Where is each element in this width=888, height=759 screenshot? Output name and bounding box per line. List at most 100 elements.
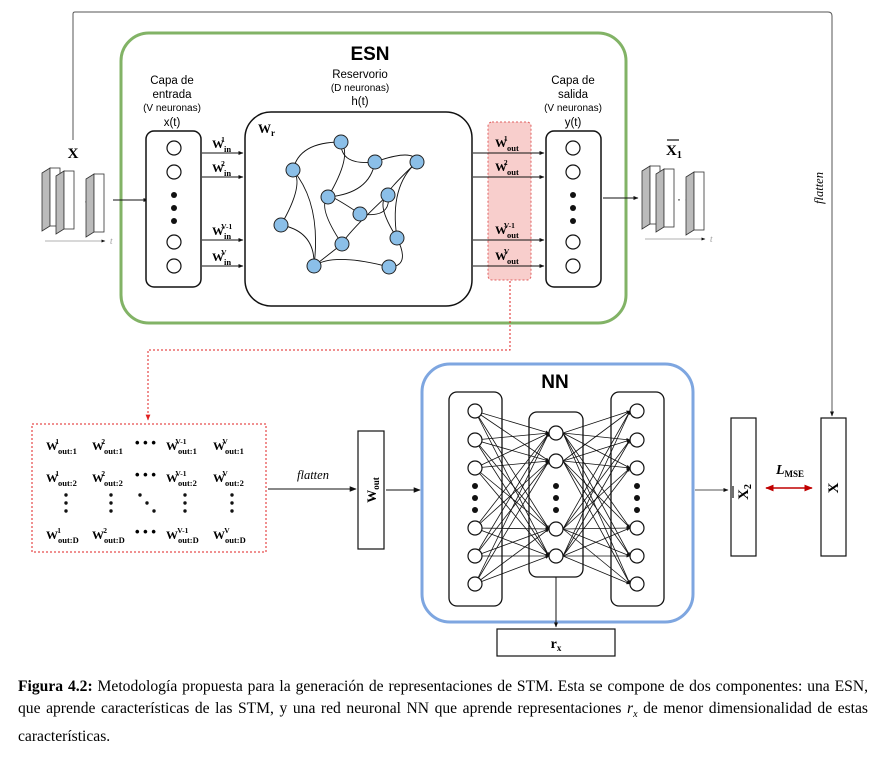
svg-text:y(t): y(t) xyxy=(565,117,582,129)
svg-text:salida: salida xyxy=(558,89,589,101)
reservoir-neurons xyxy=(273,134,425,275)
neuron xyxy=(565,164,581,180)
reservoir-neuron xyxy=(389,230,405,246)
input-x-label: X xyxy=(68,146,79,162)
caption-text: Metodología propuesta para la generación… xyxy=(18,678,868,717)
neuron xyxy=(166,164,182,180)
svg-text:• • •: • • • xyxy=(135,524,156,539)
matrix-cell: Wout:22 xyxy=(92,469,123,488)
output-layer-label: Capa de salida (V neuronas) y(t) xyxy=(544,75,602,129)
input-layer-label: Capa de entrada (V neuronas) x(t) xyxy=(143,75,201,129)
nn-neuron xyxy=(629,520,645,536)
wout-vector-label: Wout xyxy=(364,477,381,503)
svg-text:• • •: • • • xyxy=(135,467,156,482)
xbar1-label: X1 xyxy=(666,139,682,161)
reservoir-neuron xyxy=(333,134,349,150)
svg-text:x(t): x(t) xyxy=(164,117,181,129)
wout-label: Wout2 xyxy=(495,158,519,177)
svg-text:(V neuronas): (V neuronas) xyxy=(143,103,201,114)
reservoir-neuron xyxy=(367,154,383,170)
nn-neuron xyxy=(467,403,483,419)
nn-neuron xyxy=(467,548,483,564)
svg-text:entrada: entrada xyxy=(152,89,192,101)
nn-neuron xyxy=(467,460,483,476)
nn-neuron xyxy=(629,576,645,592)
nn-connections xyxy=(474,410,631,585)
wout-matrix-box xyxy=(31,423,267,553)
nn-neuron xyxy=(548,453,564,469)
input-sequence-stack: · · · t xyxy=(41,167,113,246)
input-slice xyxy=(41,167,61,232)
caption-variable: rx xyxy=(627,700,638,721)
ellipsis-dot xyxy=(171,218,177,224)
rx-box xyxy=(496,628,616,657)
matrix-cell: Wout:12 xyxy=(92,437,123,456)
matrix-cell: Wout:D1 xyxy=(46,526,79,545)
skip-connection-line xyxy=(72,11,834,417)
win-label: Win2 xyxy=(212,159,231,178)
svg-text:X2: X2 xyxy=(736,484,754,500)
reservoir-weight-label: Wr xyxy=(258,121,275,138)
reservoir-neuron xyxy=(273,217,289,233)
svg-text:(V neuronas): (V neuronas) xyxy=(544,103,602,114)
ellipsis-dot xyxy=(570,205,576,211)
neuron xyxy=(565,140,581,156)
matrix-cell: Wout:2V xyxy=(213,469,244,488)
matrix-cell: Wout:D2 xyxy=(92,526,125,545)
reservoir-edge xyxy=(292,169,317,267)
flatten-top-label: flatten xyxy=(812,172,826,204)
reservoir-label: Reservorio (D neuronas) h(t) xyxy=(331,69,389,108)
diagram-canvas: ESN · · · t X Capa de entrada (V neurona… xyxy=(31,11,847,657)
rx-label: rx xyxy=(551,637,562,653)
neuron xyxy=(166,234,182,250)
svg-text:X1: X1 xyxy=(666,143,682,161)
x-target-box xyxy=(820,417,847,557)
nn-neuron xyxy=(548,521,564,537)
svg-text:t: t xyxy=(710,234,713,244)
nn-neuron xyxy=(467,432,483,448)
nn-neuron xyxy=(467,520,483,536)
svg-text:(D neuronas): (D neuronas) xyxy=(331,83,389,94)
win-label: WinV xyxy=(212,248,231,267)
wout-label: WoutV-1 xyxy=(495,221,519,240)
neuron xyxy=(166,140,182,156)
wout-label: WoutV xyxy=(495,247,519,266)
reservoir-neuron xyxy=(381,259,397,275)
neuron xyxy=(565,234,581,250)
matrix-cell: Wout:2V-1 xyxy=(166,469,197,488)
svg-text:t: t xyxy=(110,236,113,246)
flatten-mid-label: flatten xyxy=(297,468,329,482)
svg-text:• • •: • • • xyxy=(135,435,156,450)
ellipsis-dot xyxy=(570,218,576,224)
nn-neuron xyxy=(629,403,645,419)
matrix-cell: Wout:21 xyxy=(46,469,77,488)
win-label: WinV-1 xyxy=(212,222,232,241)
matrix-cell: Wout:1V-1 xyxy=(166,437,197,456)
ellipsis-dot xyxy=(171,205,177,211)
svg-text:h(t): h(t) xyxy=(351,96,368,108)
reservoir-neuron xyxy=(320,189,336,205)
matrix-cell: Wout:11 xyxy=(46,437,77,456)
loss-label: LMSE xyxy=(775,463,804,479)
nn-title: NN xyxy=(541,372,568,393)
reservoir-neuron xyxy=(380,187,396,203)
wout-vector-box xyxy=(357,430,385,550)
reservoir-neuron xyxy=(334,236,350,252)
svg-text:Capa de: Capa de xyxy=(551,75,594,87)
matrix-cell: Wout:1V xyxy=(213,437,244,456)
caption-tail: de menor dimensionalidad de estas caract… xyxy=(18,700,869,746)
input-neurons xyxy=(166,140,182,274)
svg-text:Capa de: Capa de xyxy=(150,75,193,87)
matrix-cell: Wout:DV-1 xyxy=(166,526,199,545)
xbar2-box xyxy=(730,417,757,557)
nn-container xyxy=(420,362,695,624)
output-sequence-stack: · · · t xyxy=(641,165,713,244)
esn-container xyxy=(119,31,628,325)
nn-neuron xyxy=(629,432,645,448)
nn-neurons xyxy=(467,403,645,592)
reservoir-neuron xyxy=(306,258,322,274)
